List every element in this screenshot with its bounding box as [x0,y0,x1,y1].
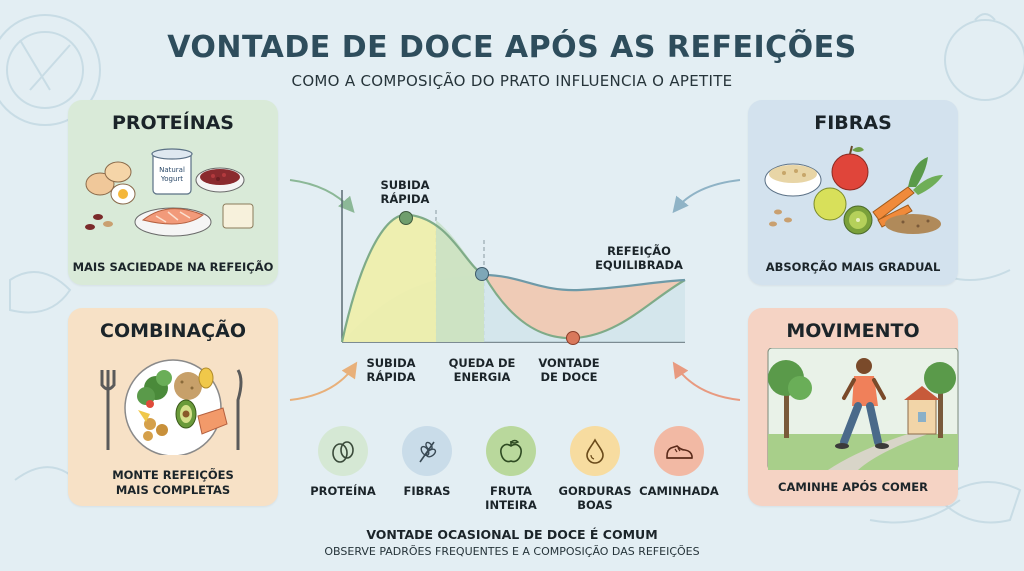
page-title: VONTADE DE DOCE APÓS AS REFEIÇÕES [167,30,857,65]
card-combinacao-caption-1: MONTE REFEIÇÕES [112,468,234,482]
drop-icon [586,438,604,464]
arrow-fibras [672,179,741,214]
icon-label-caminhada: CAMINHADA [639,484,719,498]
arrow-movimento [672,361,741,401]
card-proteinas-caption: MAIS SACIEDADE NA REFEIÇÃO [72,260,274,274]
wheat-icon [419,441,437,463]
egg-icon [332,441,354,463]
icon-label-fruta: FRUTA INTEIRA [485,484,537,512]
energy-curve-diagram: SUBIDA RÁPIDA REFEIÇÃO EQUILIBRADA SUBID… [330,170,700,395]
icon-item-gorduras: GORDURAS BOAS [555,426,635,512]
icon-item-fruta: FRUTA INTEIRA [471,426,551,512]
label-peak-top-line1: SUBIDA [380,178,430,192]
card-movimento: MOVIMENTO CAMINHE APÓS COMER [748,308,959,506]
craving-point [566,331,580,345]
card-fibras-title: FIBRAS [814,112,892,134]
label-peak-top-line2: RÁPIDA [380,192,430,206]
card-fibras: FIBRAS ABSORÇÃO MAIS GRADUAL [748,100,958,285]
label-peak-top: SUBIDA RÁPIDA [350,178,460,206]
apple-icon [500,439,522,463]
page-subtitle: COMO A COMPOSIÇÃO DO PRATO INFLUENCIA O … [291,72,733,90]
icon-item-caminhada: CAMINHADA [639,426,719,498]
icon-circle-gorduras [570,426,620,476]
label-craving: VONTADE DE DOCE [514,356,624,384]
label-rise-line2: RÁPIDA [366,370,416,384]
balanced-curve-line [483,273,686,292]
label-balanced: REFEIÇÃO EQUILIBRADA [584,244,694,272]
card-combinacao-title: COMBINAÇÃO [100,320,246,342]
protein-foods-illustration: Natural Yogurt [85,148,254,237]
craving-dip-fill [484,275,685,339]
label-drop-line1: QUEDA DE [448,356,516,370]
yogurt-label-1: Natural [159,166,185,174]
card-fibras-caption: ABSORÇÃO MAIS GRADUAL [765,260,941,274]
label-craving-line1: VONTADE [538,356,600,370]
label-craving-line2: DE DOCE [540,370,598,384]
icon-circle-caminhada [654,426,704,476]
icon-label-fibras: FIBRAS [403,484,451,498]
fiber-foods-illustration [764,145,943,235]
icon-label-proteina: PROTEÍNA [310,484,376,498]
yogurt-label-2: Yogurt [160,175,183,183]
label-balanced-line1: REFEIÇÃO [607,244,671,258]
card-movimento-title: MOVIMENTO [786,320,920,342]
footer-line1: VONTADE OCASIONAL DE DOCE É COMUM [366,527,658,542]
footer-line2: OBSERVE PADRÕES FREQUENTES E A COMPOSIÇÃ… [324,545,700,558]
icon-circle-fibras [402,426,452,476]
card-proteinas: PROTEÍNAS Natural Yogurt MAIS SACIEDADE … [68,100,278,285]
card-combinacao: COMBINAÇÃO MONTE REFEIÇÕES MAIS COMPLETA… [68,308,278,506]
icon-label-gorduras: GORDURAS BOAS [558,484,632,512]
balanced-plate-illustration [100,359,243,455]
peak-point [399,211,413,225]
icon-circle-fruta [486,426,536,476]
label-rise-line1: SUBIDA [366,356,416,370]
label-drop: QUEDA DE ENERGIA [427,356,537,384]
label-balanced-line2: EQUILIBRADA [595,258,683,272]
icon-item-proteina: PROTEÍNA [303,426,383,498]
label-rise: SUBIDA RÁPIDA [336,356,446,384]
card-proteinas-title: PROTEÍNAS [111,112,234,134]
spike-curve-fill-right [436,220,484,342]
drop-point [475,267,489,281]
icon-circle-proteina [318,426,368,476]
energy-curve-svg [340,190,686,345]
shoe-icon [666,445,693,459]
walking-person-illustration [767,348,959,470]
card-combinacao-caption-2: MAIS COMPLETAS [115,483,231,497]
card-movimento-caption: CAMINHE APÓS COMER [778,480,928,494]
icon-item-fibras: FIBRAS [387,426,467,498]
arrow-proteinas [289,179,355,214]
arrow-combinacao [289,361,358,401]
label-drop-line2: ENERGIA [453,370,511,384]
